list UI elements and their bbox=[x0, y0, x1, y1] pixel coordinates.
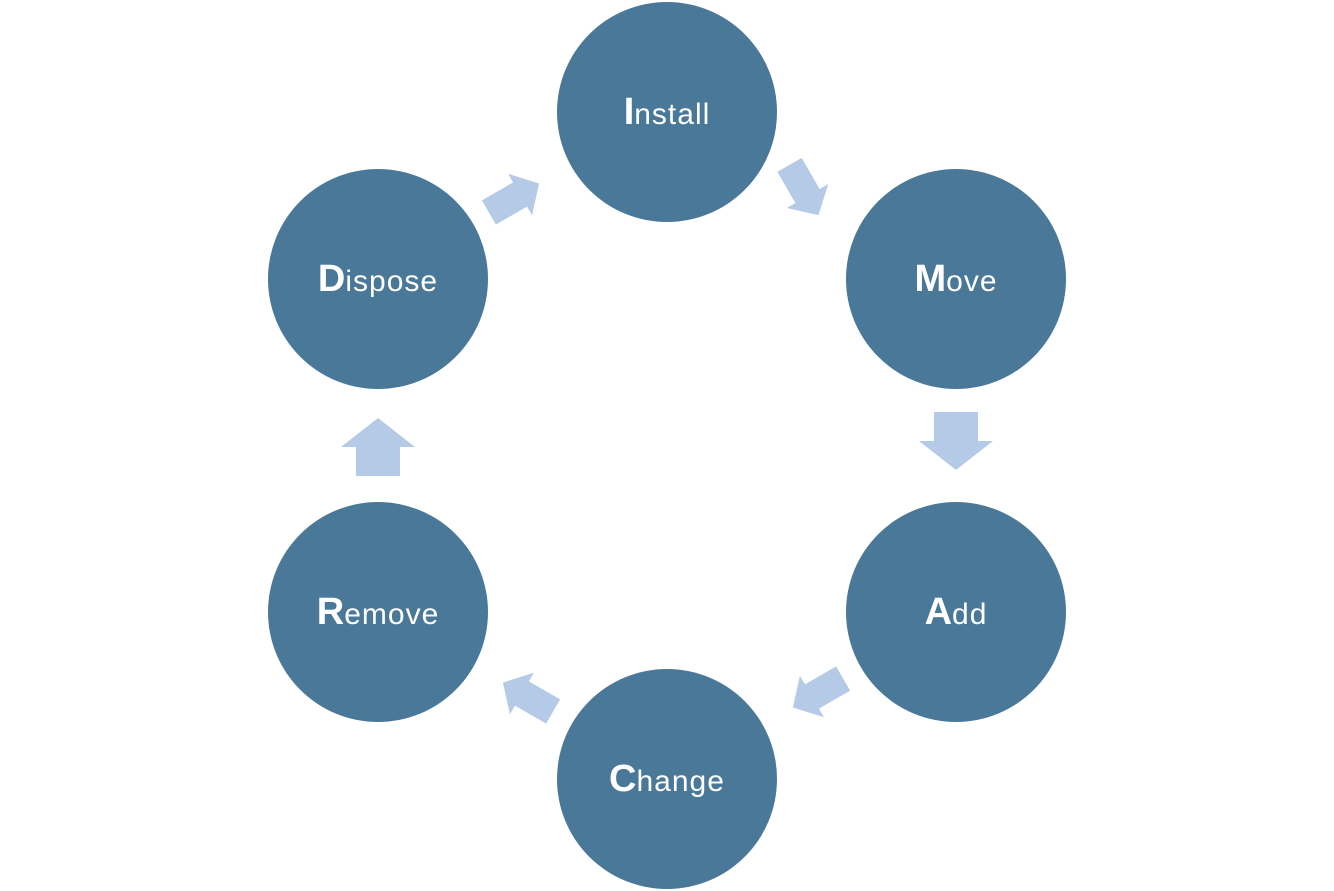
arrow-move-to-add bbox=[919, 412, 993, 470]
node-change: Change bbox=[557, 669, 777, 889]
node-move-initial: M bbox=[914, 257, 947, 300]
node-remove-label: Remove bbox=[317, 591, 440, 634]
node-remove-initial: R bbox=[316, 590, 345, 633]
node-add: Add bbox=[846, 502, 1066, 722]
node-install-initial: I bbox=[623, 90, 635, 133]
node-install-label: Install bbox=[624, 91, 711, 134]
arrow-dispose-to-install bbox=[481, 173, 540, 225]
node-change-initial: C bbox=[609, 757, 637, 800]
node-install-rest: nstall bbox=[634, 97, 711, 131]
node-remove: Remove bbox=[268, 502, 488, 722]
node-move: Move bbox=[846, 169, 1066, 389]
arrow-change-to-remove bbox=[502, 672, 561, 724]
node-dispose-rest: ispose bbox=[345, 264, 439, 298]
node-add-rest: dd bbox=[952, 597, 988, 631]
node-remove-rest: emove bbox=[344, 597, 440, 631]
node-add-initial: A bbox=[924, 590, 953, 633]
arrow-remove-to-dispose bbox=[341, 418, 415, 476]
node-dispose: Dispose bbox=[268, 169, 488, 389]
arrow-install-to-move bbox=[777, 157, 829, 216]
node-move-label: Move bbox=[914, 258, 997, 301]
node-dispose-initial: D bbox=[317, 257, 346, 300]
node-add-label: Add bbox=[925, 591, 988, 634]
node-change-rest: hange bbox=[636, 764, 725, 798]
node-move-rest: ove bbox=[946, 264, 998, 298]
node-dispose-label: Dispose bbox=[318, 258, 438, 301]
arrow-add-to-change bbox=[792, 666, 851, 718]
node-change-label: Change bbox=[609, 758, 725, 801]
node-install: Install bbox=[557, 2, 777, 222]
